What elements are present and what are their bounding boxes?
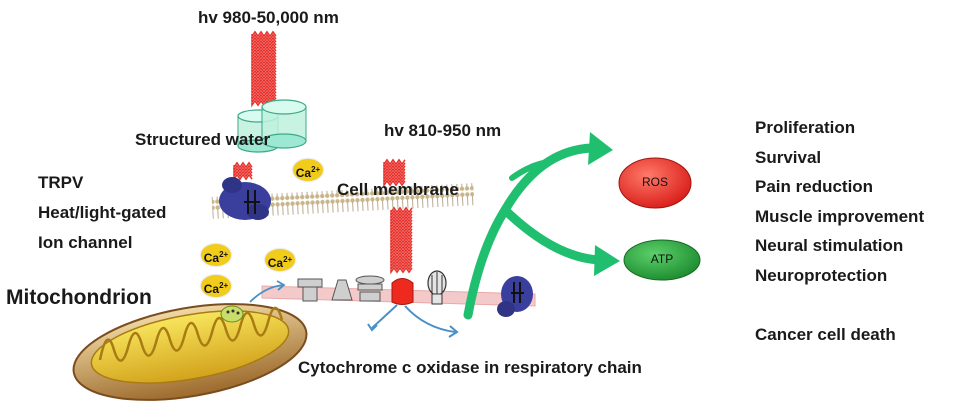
structured-water-label: Structured water [135,130,271,149]
wave-line [251,72,277,81]
effect-item: Neural stimulation [755,236,904,255]
wave-line [390,218,413,227]
effect-item: Survival [755,147,822,167]
wave-line [251,66,277,75]
calcium-uptake-arrow [249,280,286,303]
wave-line [383,164,406,173]
wave-line [390,230,413,239]
wave-line [251,51,277,60]
wave-line [251,36,277,45]
wave-line [390,266,413,275]
wave-line [251,57,277,66]
wave-line [390,236,413,245]
trpv-channel-icon [219,177,271,220]
membrane-channel-protein-icon [497,276,533,317]
cell-membrane-label: Cell membrane [337,180,459,199]
wave-line [251,93,277,102]
wave-line [251,45,277,54]
wave-line [390,221,413,230]
wave-line [251,84,277,93]
trpv-label: TRPV [38,173,84,192]
wave-line [383,161,406,170]
wave-line [251,75,277,84]
wave-line [383,167,406,176]
wave-line [251,96,277,105]
wave-line [251,42,277,51]
effect-item: Pain reduction [755,177,874,196]
wave-line [251,39,277,48]
cell-membrane [211,183,475,219]
wave-line [390,215,413,224]
wave-line [390,242,413,251]
wave-line [390,245,413,254]
ros-label: ROS [641,175,668,189]
atp-synthase-icon [427,270,447,305]
infrared-wave-channel [233,161,253,182]
ros-bubble [618,157,692,209]
wave-line [233,164,253,173]
wave-line [390,224,413,233]
wave-line [390,227,413,236]
cytochrome-label: Cytochrome c oxidase in respiratory chai… [298,358,642,377]
signaling-arrows [463,132,620,320]
wave-line [251,87,277,96]
top-light-label: hv 980-50,000 nm [198,8,339,27]
calcium-ion: Ca2+ [265,249,295,271]
wave-line [383,170,406,179]
effect-item: Cancer cell death [755,324,896,344]
calcium-ion: Ca2+ [201,244,231,266]
wave-line [251,78,277,87]
wave-line [251,33,277,42]
wave-line [390,239,413,248]
wave-line [251,69,277,78]
wave-line [251,30,277,39]
wave-line [383,158,406,167]
mitochondrion-icon [72,303,308,401]
wave-line [383,176,406,185]
wave-line [383,173,406,182]
near-infrared-wave-lower [390,206,413,275]
wave-line [251,81,277,90]
wave-line [251,54,277,63]
effect-item: Neuroprotection [755,265,888,285]
wave-line [390,254,413,263]
calcium-ion: Ca2+ [201,275,231,297]
effect-spacer [755,290,924,320]
wave-line [390,233,413,242]
wave-line [390,257,413,266]
structured-water-icon [237,99,307,153]
trpv-ion-channel-label: Ion channel [38,233,133,252]
wave-line [251,60,277,69]
wave-line [390,260,413,269]
calcium-ion: Ca2+ [293,159,323,181]
respiratory-chain-complexes-icon [297,275,385,302]
wave-line [390,263,413,272]
near-infrared-wave-upper [383,158,406,188]
wave-line [233,161,253,170]
atp-bubble [623,239,701,281]
wave-line [383,179,406,188]
effect-item: Proliferation [755,118,856,137]
effects-list: Proliferation Survival Pain reduction Mu… [755,113,924,349]
infrared-wave-top [251,30,277,108]
mitochondrion-label: Mitochondrion [6,286,152,309]
wave-line [233,170,253,179]
wave-line [390,212,413,221]
wave-line [251,63,277,72]
wave-line [390,248,413,257]
wave-line [251,90,277,99]
wave-line [251,48,277,57]
wave-line [390,209,413,218]
wave-line [233,167,253,176]
mid-light-label: hv 810-950 nm [384,121,502,140]
wave-line [390,251,413,260]
atp-label: ATP [650,252,674,266]
trpv-gating-label: Heat/light-gated [38,203,167,222]
cytochrome-c-oxidase-icon [391,278,414,305]
electron-flow-arrows [367,304,459,338]
effect-item: Muscle improvement [755,206,925,226]
